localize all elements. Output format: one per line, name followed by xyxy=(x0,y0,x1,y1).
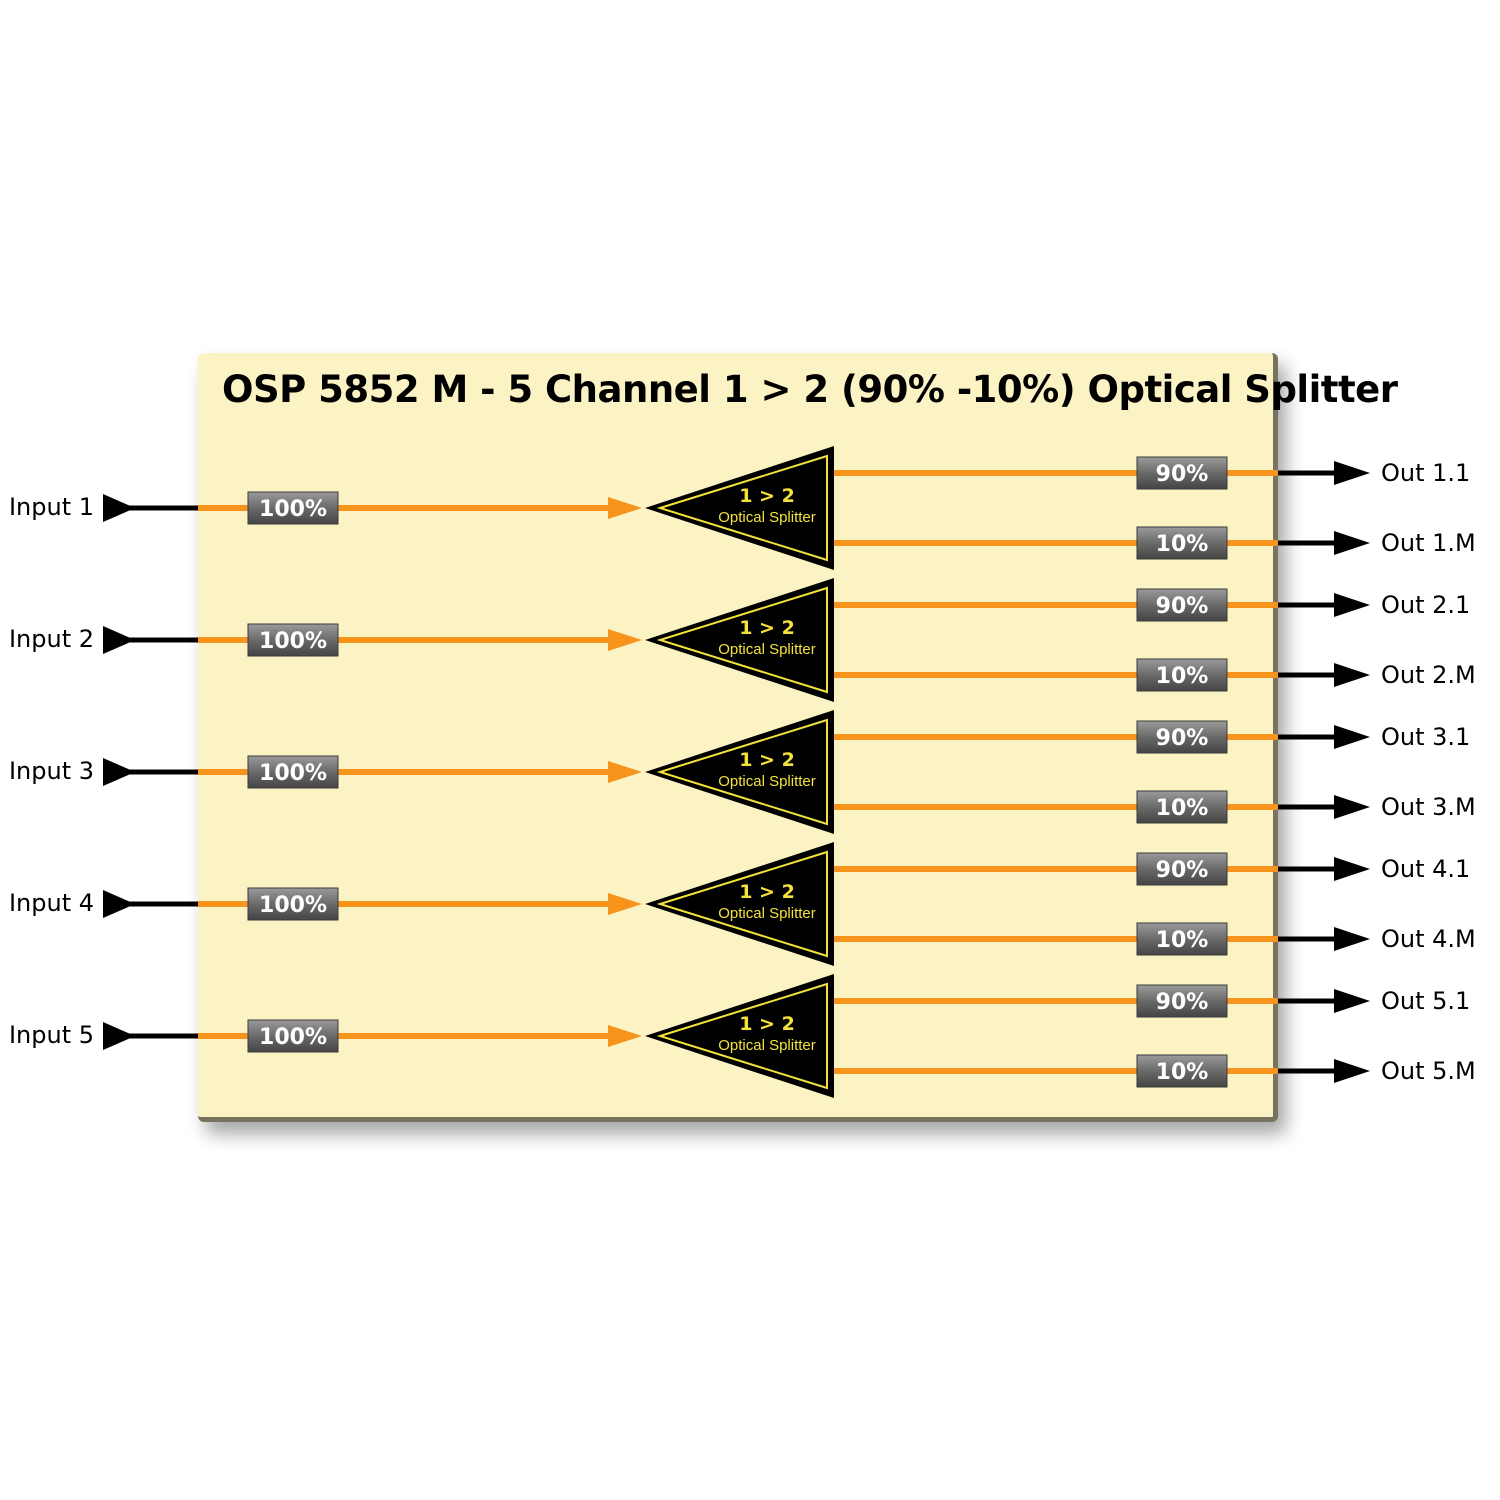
splitter-border xyxy=(656,718,828,826)
splitter-label: Optical Splitter xyxy=(718,641,816,658)
splitter-border xyxy=(656,586,828,694)
input-arrow-icon xyxy=(103,890,135,918)
splitter-triangle xyxy=(645,974,834,1098)
input-arrow-icon xyxy=(103,1022,135,1050)
output-arrow-icon xyxy=(1334,795,1370,819)
input-pct-badge xyxy=(247,755,339,789)
input-label: Input 4 xyxy=(9,889,94,917)
output-pct-label: 90% xyxy=(1156,462,1209,487)
output-label: Out 2.1 xyxy=(1381,591,1470,619)
output-arrow-icon xyxy=(1334,593,1370,617)
output-label: Out 2.M xyxy=(1381,661,1476,689)
output-arrow-icon xyxy=(1334,725,1370,749)
output-label: Out 4.M xyxy=(1381,925,1476,953)
output-pct-badge xyxy=(1136,1054,1228,1088)
fiber-arrow-icon xyxy=(608,893,642,915)
output-pct-label: 10% xyxy=(1156,928,1209,953)
output-pct-label: 90% xyxy=(1156,726,1209,751)
output-pct-badge xyxy=(1136,588,1228,622)
fiber-arrow-icon xyxy=(608,629,642,651)
splitter-ratio: 1 > 2 xyxy=(739,1013,795,1035)
input-pct-label: 100% xyxy=(259,893,327,918)
input-pct-label: 100% xyxy=(259,1025,327,1050)
splitter-triangle xyxy=(645,446,834,570)
splitter-border xyxy=(656,850,828,958)
output-pct-label: 10% xyxy=(1156,1060,1209,1085)
input-pct-badge xyxy=(247,887,339,921)
output-pct-badge xyxy=(1136,922,1228,956)
output-arrow-icon xyxy=(1334,663,1370,687)
output-label: Out 5.1 xyxy=(1381,987,1470,1015)
output-label: Out 3.1 xyxy=(1381,723,1470,751)
output-pct-label: 90% xyxy=(1156,594,1209,619)
input-pct-badge xyxy=(247,1019,339,1053)
output-pct-badge xyxy=(1136,658,1228,692)
output-pct-label: 10% xyxy=(1156,532,1209,557)
fiber-arrow-icon xyxy=(608,761,642,783)
output-arrow-icon xyxy=(1334,461,1370,485)
output-label: Out 1.M xyxy=(1381,529,1476,557)
output-pct-label: 10% xyxy=(1156,796,1209,821)
output-pct-badge xyxy=(1136,720,1228,754)
input-pct-label: 100% xyxy=(259,497,327,522)
input-pct-badge xyxy=(247,491,339,525)
splitter-border xyxy=(656,454,828,562)
output-pct-badge xyxy=(1136,984,1228,1018)
input-label: Input 2 xyxy=(9,625,94,653)
input-arrow-icon xyxy=(103,494,135,522)
input-label: Input 1 xyxy=(9,493,94,521)
output-arrow-icon xyxy=(1334,989,1370,1013)
splitter-triangle xyxy=(645,842,834,966)
input-pct-badge xyxy=(247,623,339,657)
splitter-ratio: 1 > 2 xyxy=(739,617,795,639)
splitter-triangle xyxy=(645,578,834,702)
output-label: Out 4.1 xyxy=(1381,855,1470,883)
splitter-ratio: 1 > 2 xyxy=(739,881,795,903)
output-arrow-icon xyxy=(1334,1059,1370,1083)
output-pct-label: 90% xyxy=(1156,858,1209,883)
splitter-label: Optical Splitter xyxy=(718,905,816,922)
input-arrow-icon xyxy=(103,626,135,654)
output-pct-badge xyxy=(1136,456,1228,490)
output-label: Out 5.M xyxy=(1381,1057,1476,1085)
splitter-triangle xyxy=(645,710,834,834)
input-arrow-icon xyxy=(103,758,135,786)
output-arrow-icon xyxy=(1334,927,1370,951)
splitter-label: Optical Splitter xyxy=(718,509,816,526)
splitter-border xyxy=(656,982,828,1090)
output-pct-label: 10% xyxy=(1156,664,1209,689)
splitter-ratio: 1 > 2 xyxy=(739,485,795,507)
fiber-arrow-icon xyxy=(608,497,642,519)
output-arrow-icon xyxy=(1334,531,1370,555)
splitter-ratio: 1 > 2 xyxy=(739,749,795,771)
output-arrow-icon xyxy=(1334,857,1370,881)
output-pct-label: 90% xyxy=(1156,990,1209,1015)
output-pct-badge xyxy=(1136,790,1228,824)
splitter-label: Optical Splitter xyxy=(718,1037,816,1054)
output-label: Out 1.1 xyxy=(1381,459,1470,487)
diagram-title: OSP 5852 M - 5 Channel 1 > 2 (90% -10%) … xyxy=(222,368,1398,411)
input-label: Input 5 xyxy=(9,1021,94,1049)
splitter-label: Optical Splitter xyxy=(718,773,816,790)
output-label: Out 3.M xyxy=(1381,793,1476,821)
output-pct-badge xyxy=(1136,852,1228,886)
input-label: Input 3 xyxy=(9,757,94,785)
input-pct-label: 100% xyxy=(259,761,327,786)
input-pct-label: 100% xyxy=(259,629,327,654)
output-pct-badge xyxy=(1136,526,1228,560)
fiber-arrow-icon xyxy=(608,1025,642,1047)
